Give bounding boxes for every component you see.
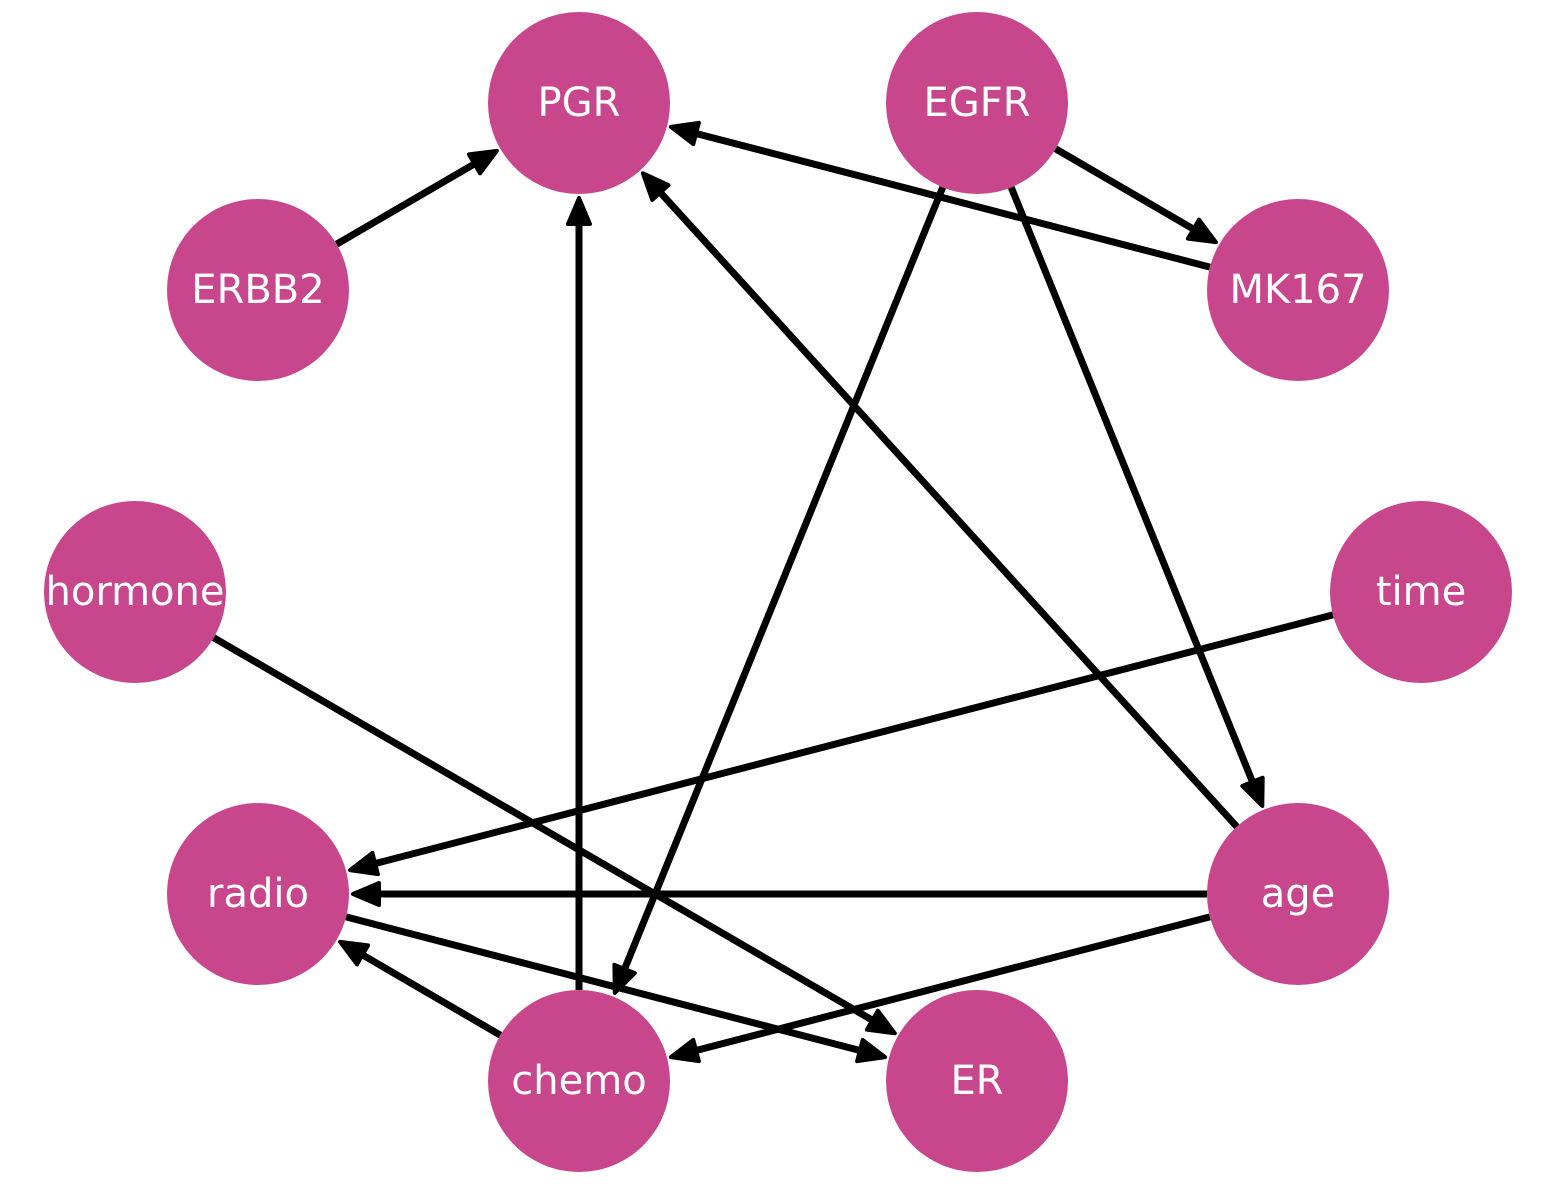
arrowhead-icon xyxy=(864,1008,897,1036)
node-circle xyxy=(167,803,349,985)
node-circle xyxy=(488,12,670,194)
edge-line xyxy=(691,129,1211,271)
edge-line xyxy=(211,634,878,1026)
edge-egfr-to-chemo xyxy=(612,185,946,995)
node-label: EGFR xyxy=(923,80,1030,126)
node-circle xyxy=(1330,501,1512,683)
node-mk167: MK167 xyxy=(1207,199,1389,381)
node-hormone: hormone xyxy=(44,501,226,683)
arrowhead-icon xyxy=(1240,775,1265,808)
edge-line xyxy=(370,611,1334,868)
node-circle xyxy=(886,12,1068,194)
node-label: MK167 xyxy=(1229,267,1366,313)
node-circle xyxy=(1207,803,1389,985)
edge-erbb2-to-pgr xyxy=(334,148,499,248)
node-label: hormone xyxy=(46,569,225,615)
edge-line xyxy=(1007,185,1258,787)
node-chemo: chemo xyxy=(488,990,670,1172)
edge-line xyxy=(334,158,480,248)
edge-age-to-radio xyxy=(351,881,1207,907)
edge-line xyxy=(655,187,1240,830)
edge-line xyxy=(357,949,503,1039)
arrowhead-icon xyxy=(855,1037,888,1064)
edge-line xyxy=(345,913,865,1055)
arrowhead-icon xyxy=(466,148,499,176)
edge-egfr-to-age xyxy=(1007,185,1265,808)
node-label: ERBB2 xyxy=(191,267,324,313)
edge-mk167-to-pgr xyxy=(668,120,1211,271)
node-er: ER xyxy=(886,990,1068,1172)
arrowhead-icon xyxy=(338,939,371,967)
edge-line xyxy=(619,185,946,974)
node-label: ER xyxy=(950,1058,1003,1104)
node-circle xyxy=(44,501,226,683)
edge-chemo-to-pgr xyxy=(566,196,592,990)
arrowhead-icon xyxy=(566,196,592,226)
node-label: PGR xyxy=(538,80,621,126)
node-age: age xyxy=(1207,803,1389,985)
node-label: radio xyxy=(207,871,309,917)
node-circle xyxy=(1207,199,1389,381)
node-circle xyxy=(886,990,1068,1172)
arrowhead-icon xyxy=(668,120,701,147)
node-egfr: EGFR xyxy=(886,12,1068,194)
node-circle xyxy=(167,199,349,381)
arrowhead-icon xyxy=(668,1037,701,1064)
node-label: chemo xyxy=(511,1058,646,1104)
node-circle xyxy=(488,990,670,1172)
edge-line xyxy=(1053,145,1199,235)
node-erbb2: ERBB2 xyxy=(167,199,349,381)
node-time: time xyxy=(1330,501,1512,683)
edge-hormone-to-er xyxy=(211,634,897,1036)
arrowhead-icon xyxy=(1185,217,1218,245)
node-radio: radio xyxy=(167,803,349,985)
node-pgr: PGR xyxy=(488,12,670,194)
nodes-layer: PGR EGFR ERBB2 MK167 hormone time radio age chem… xyxy=(44,12,1512,1172)
node-label: time xyxy=(1376,569,1466,615)
edge-egfr-to-mk167 xyxy=(1053,145,1218,245)
arrowhead-icon xyxy=(640,171,671,202)
edges-layer xyxy=(211,120,1334,1064)
node-label: age xyxy=(1261,871,1336,917)
edge-age-to-pgr xyxy=(640,171,1240,830)
arrowhead-icon xyxy=(351,881,381,907)
arrowhead-icon xyxy=(348,850,380,877)
edge-time-to-radio xyxy=(348,611,1334,877)
edge-radio-to-er xyxy=(345,913,888,1064)
edge-chemo-to-radio xyxy=(338,939,503,1039)
